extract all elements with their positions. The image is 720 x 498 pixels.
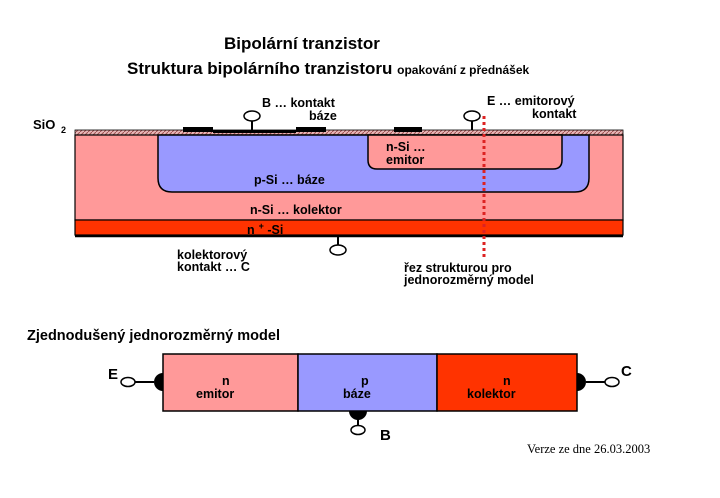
model-c-label: C [621,363,632,380]
model-collector-name: kolektor [467,387,516,401]
emitter-contact-pad [394,127,422,132]
collector-contact-label-1: kolektorový [177,248,248,262]
model-emitter-contact [154,373,163,391]
nplus-layer [74,219,624,236]
version-note: Verze ze dne 26.03.2003 [527,442,651,456]
model-base-name: báze [343,387,371,401]
base-contact-label-1: B … kontakt [262,96,335,110]
collector-terminal-pin [329,244,347,256]
model-b-label: B [380,427,391,444]
nplus-superscript: + [258,221,264,231]
collector-contact-label-2: kontakt … C [177,260,250,274]
sio2-text: SiO [33,117,56,132]
model-emitter-type: n [222,374,230,388]
emitter-terminal-pin [463,110,481,122]
sio2-label: SiO 2 [33,117,67,135]
sio2-subscript: 2 [61,125,67,135]
base-region-label: p-Si … báze [254,173,325,187]
model-base-type: p [361,374,369,388]
model-base-contact [349,411,367,420]
model-heading: Zjednodušený jednorozměrný model [27,328,280,344]
base-contact-pad-right [296,127,326,132]
model-collector-contact [577,373,586,391]
base-contact-pad-left [183,127,213,132]
model-emitter-block [162,353,299,412]
cut-label-2: jednorozměrný model [404,273,534,287]
base-terminal-pin [243,110,261,122]
title-sub: Struktura bipolárního tranzistoru opakov… [127,59,529,79]
nplus-suffix: -Si [267,223,284,238]
title-sub-small: opakování z přednášek [397,63,530,77]
model-e-label: E [108,366,119,383]
model-collector-type: n [503,374,511,388]
model-emitter-pin [120,376,136,388]
nplus-label: n+ -Si [247,221,283,237]
emitter-region [367,134,563,170]
title-main: Bipolární tranzistor [224,34,380,53]
base-contact-label-2: báze [309,109,337,123]
nplus-text: n [247,223,255,238]
emitter-region-label-1: n-Si … [386,140,426,154]
title-sub-text: Struktura bipolárního tranzistoru [127,59,393,78]
top-contact-strip [213,130,296,133]
model-emitter-name: emitor [196,387,235,401]
model-base-pin [350,424,366,436]
cut-label-1: řez strukturou pro [404,261,512,275]
emitter-region-label-2: emitor [386,153,425,167]
emitter-contact-label-2: kontakt [532,107,577,121]
model-collector-pin [604,376,620,388]
collector-region-label: n-Si … kolektor [250,203,342,217]
emitter-contact-label-1: E … emitorový [487,94,575,108]
